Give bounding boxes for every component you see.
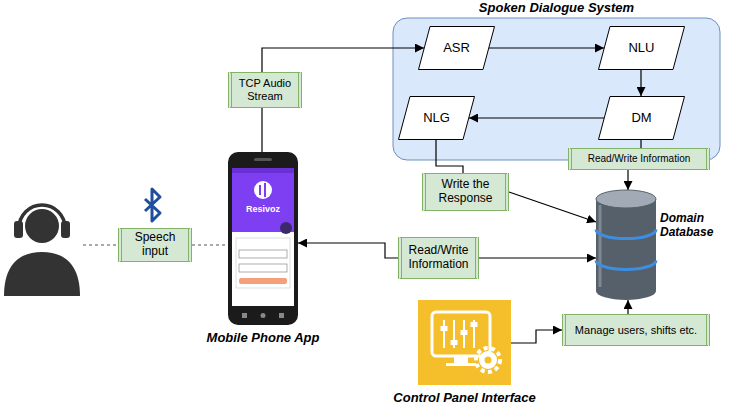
gear-hole: [485, 357, 492, 364]
monitor-base: [446, 363, 476, 366]
monitor-frame: [432, 312, 490, 356]
slider-knob: [471, 322, 478, 327]
process-box: Read/Write Information: [568, 148, 710, 170]
process-box: Speech input: [118, 228, 192, 262]
node-label: ASR: [443, 41, 470, 56]
process-box: TCP Audio Stream: [228, 72, 302, 108]
connector: [511, 330, 562, 343]
control-panel-icon-outline: [418, 300, 511, 385]
app-logo: [254, 181, 272, 199]
database-cylinder-outline: [596, 190, 656, 300]
bluetooth-symbol: [145, 189, 160, 221]
process-parallelogram: NLU: [598, 26, 685, 70]
connector: [640, 140, 641, 148]
process-box: Write the Response: [422, 173, 509, 211]
node-label: Speech input: [126, 231, 184, 259]
headset-mic: [20, 238, 36, 247]
connector: [640, 70, 641, 96]
node-label: TCP Audio Stream: [236, 77, 294, 102]
connector: [509, 192, 596, 222]
status-bar: [232, 168, 294, 173]
process-box: Manage users, shifts etc.: [562, 314, 710, 346]
nav-icon: [279, 313, 284, 318]
input-field: [239, 264, 287, 272]
process-parallelogram: ASR: [418, 26, 495, 70]
node-heading: Spoken Dialogue System: [363, 1, 731, 16]
headset-ear: [14, 221, 23, 238]
node-heading: Control Panel Interface: [373, 391, 556, 406]
node-label: Manage users, shifts etc.: [575, 324, 697, 337]
process-box: Read/Write Information: [398, 237, 479, 279]
node-label: Read/Write Information: [406, 244, 471, 272]
dashed-link: [83, 244, 118, 245]
connector: [262, 48, 424, 72]
app-name-label: Resivoz: [228, 205, 298, 215]
nav-icon: [261, 313, 266, 318]
node-label: NLG: [423, 111, 450, 126]
operator-icon: [4, 205, 80, 296]
parallelogram-outline: [419, 27, 495, 70]
parallelogram-outline: [399, 97, 475, 140]
node-heading: Mobile Phone App: [183, 331, 343, 346]
panel-background: [418, 300, 511, 385]
node-heading: Domain Database: [660, 212, 726, 240]
gear-teeth: [476, 348, 500, 372]
parallelogram-outline: [599, 97, 685, 140]
connector: [627, 170, 628, 190]
system-band: Spoken Dialogue SystemASRNLUNLGDM: [393, 18, 720, 160]
operator-head: [25, 209, 59, 243]
header-decor: [280, 222, 292, 234]
operator-body: [4, 252, 80, 296]
phone-illustration-outline: [228, 152, 298, 325]
node-label: DM: [631, 111, 651, 126]
gear-body: [479, 351, 497, 369]
phone-screen: [232, 168, 294, 306]
process-parallelogram: DM: [598, 96, 685, 140]
cylinder-band: [596, 260, 656, 269]
phone-speaker: [254, 158, 272, 161]
connector: [479, 257, 596, 258]
connector: [436, 140, 463, 173]
connector: [489, 47, 604, 48]
phone-body: [228, 152, 298, 325]
node-label: NLU: [628, 41, 654, 56]
slider-knob: [461, 330, 468, 335]
connector: [627, 300, 628, 314]
connector: [469, 117, 604, 118]
connector: [261, 108, 262, 152]
database-cylinder: Domain Database: [596, 190, 656, 300]
headset-ear: [61, 221, 70, 238]
login-button: [239, 278, 287, 284]
process-parallelogram: NLG: [398, 96, 475, 140]
slider-knob: [451, 340, 458, 345]
nav-icon: [242, 313, 247, 318]
input-field: [239, 250, 287, 258]
phone-illustration: Mobile Phone App: [228, 152, 298, 325]
node-label: Read/Write Information: [588, 153, 691, 165]
node-label: Write the Response: [430, 178, 501, 206]
headset-band: [19, 205, 65, 228]
cylinder-body: [596, 199, 656, 300]
cylinder-band: [596, 230, 656, 239]
slider-knob: [441, 326, 448, 331]
login-card: [236, 238, 290, 288]
logo-bar: [259, 185, 261, 195]
connector: [192, 244, 228, 245]
control-panel-icon: Control Panel Interface: [418, 300, 511, 385]
system-band-ground: [393, 18, 720, 160]
logo-bar: [264, 183, 266, 197]
cylinder-highlight: [599, 205, 602, 287]
cylinder-top: [596, 190, 656, 208]
monitor-stand: [454, 356, 468, 363]
slider-track: [443, 320, 445, 348]
parallelogram-outline: [599, 27, 685, 70]
connector: [298, 243, 398, 258]
